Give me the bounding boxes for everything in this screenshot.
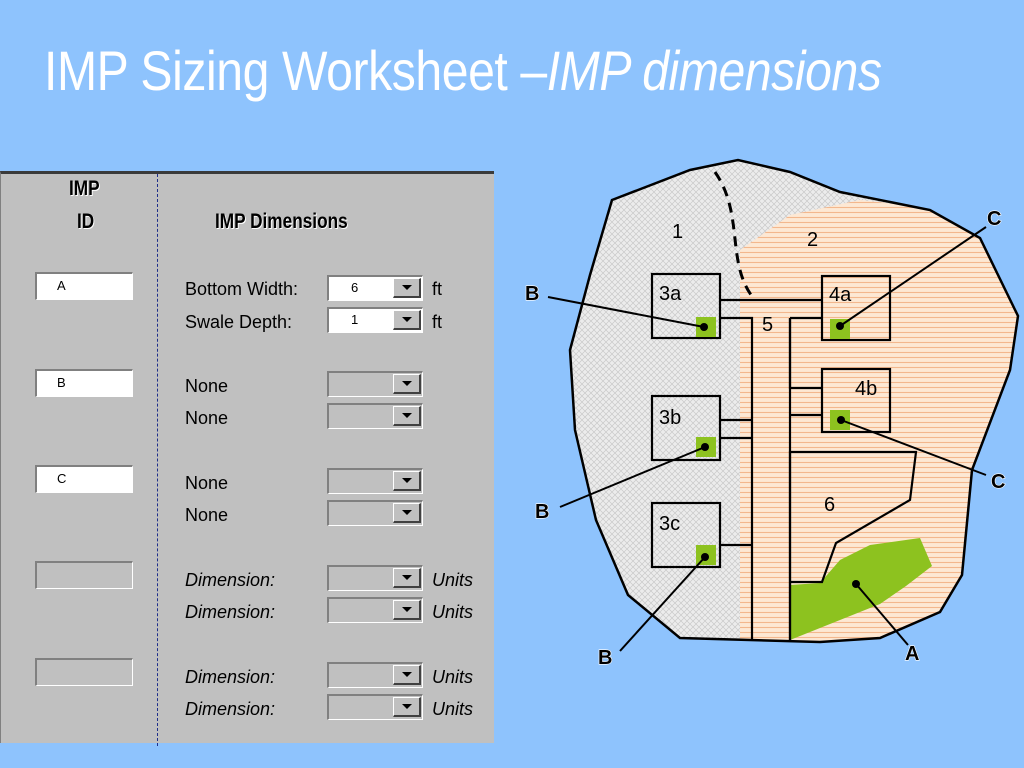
site-boundary [568,158,1020,644]
dimension-label: Bottom Width: [185,279,299,299]
page-title: IMP Sizing Worksheet –IMP dimensions [44,38,882,103]
dimension-label: Swale Depth: [185,312,293,332]
drainage-network [720,298,918,640]
lot-4a [820,274,892,342]
dimension-dropdown[interactable] [327,500,423,526]
imp-worksheet-panel: IMP ID IMP Dimensions A Bottom Width: 6 … [0,171,494,746]
area-label-6: 6 [824,494,835,516]
dimension-label: Dimension: [185,699,276,719]
callout-label-c: C [987,208,1001,230]
dropdown-arrow-button[interactable] [393,471,421,491]
dropdown-arrow-button[interactable] [393,568,421,588]
unit-label: Units [432,570,474,590]
dimension-label: None [185,408,229,428]
chevron-down-icon [402,285,412,290]
imp-id-header-line2: ID [77,210,95,233]
lot-label-3c: 3c [659,513,680,535]
dimension-dropdown[interactable] [327,662,423,688]
swale-depth-dropdown[interactable]: 1 [327,307,423,333]
imp-id-field-a[interactable]: A [35,272,133,300]
lot-3a [650,272,722,340]
lot-4b [820,367,892,434]
chevron-down-icon [402,381,412,386]
unit-label: ft [432,312,443,332]
dimension-label: Dimension: [185,667,276,687]
imp-id-field-b[interactable]: B [35,369,133,397]
dimension-label: Dimension: [185,602,276,622]
impervious-area [740,200,1018,642]
unit-label: Units [432,667,474,687]
unit-label: Units [432,602,474,622]
lot-label-3b: 3b [659,407,681,429]
area-label-1: 1 [672,221,683,243]
imp-id-field-5[interactable] [35,658,133,686]
imp-id-field-4[interactable] [35,561,133,589]
imp-id-header-line1: IMP [69,177,100,200]
dropdown-arrow-button[interactable] [393,406,421,426]
callout-label-c: C [991,471,1005,493]
lot-3c [650,501,722,569]
chevron-down-icon [402,704,412,709]
dropdown-arrow-button[interactable] [393,374,421,394]
lot-3b [650,394,722,462]
unit-label: Units [432,699,474,719]
dimension-dropdown[interactable] [327,565,423,591]
callout-label-b: B [598,647,612,669]
dimension-label: None [185,473,229,493]
drainage-divide [713,171,757,301]
callout-dots [700,322,860,588]
dimension-dropdown[interactable] [327,403,423,429]
area-label-5: 5 [762,314,773,336]
chevron-down-icon [402,510,412,515]
dimension-dropdown[interactable] [327,694,423,720]
lot-label-3a: 3a [659,283,682,305]
lot-label-4a: 4a [829,284,852,306]
dropdown-arrow-button[interactable] [393,697,421,717]
dropdown-arrow-button[interactable] [393,278,421,298]
lot-label-4b: 4b [855,378,877,400]
callout-leaders [547,226,987,652]
unit-label: ft [432,279,443,299]
callout-label-b: B [525,283,539,305]
title-italic: IMP dimensions [546,39,882,102]
dropdown-arrow-button[interactable] [393,600,421,620]
dimension-dropdown[interactable] [327,597,423,623]
dimension-label: None [185,505,229,525]
column-divider [157,174,158,746]
chevron-down-icon [402,575,412,580]
callout-label-a: A [905,643,919,665]
chevron-down-icon [402,317,412,322]
dropdown-arrow-button[interactable] [393,310,421,330]
dropdown-arrow-button[interactable] [393,503,421,523]
dropdown-value: 6 [351,280,359,295]
chevron-down-icon [402,607,412,612]
dropdown-arrow-button[interactable] [393,665,421,685]
dimension-dropdown[interactable] [327,371,423,397]
callout-label-b: B [535,501,549,523]
imp-dimensions-header: IMP Dimensions [215,210,348,233]
chevron-down-icon [402,413,412,418]
dimension-label: None [185,376,229,396]
bottom-width-dropdown[interactable]: 6 [327,275,423,301]
dropdown-value: 1 [351,312,359,327]
title-main: IMP Sizing Worksheet – [44,39,547,102]
chevron-down-icon [402,478,412,483]
dimension-label: Dimension: [185,570,276,590]
chevron-down-icon [402,672,412,677]
area-label-2: 2 [807,229,818,251]
imp-id-field-c[interactable]: C [35,465,133,493]
dimension-dropdown[interactable] [327,468,423,494]
